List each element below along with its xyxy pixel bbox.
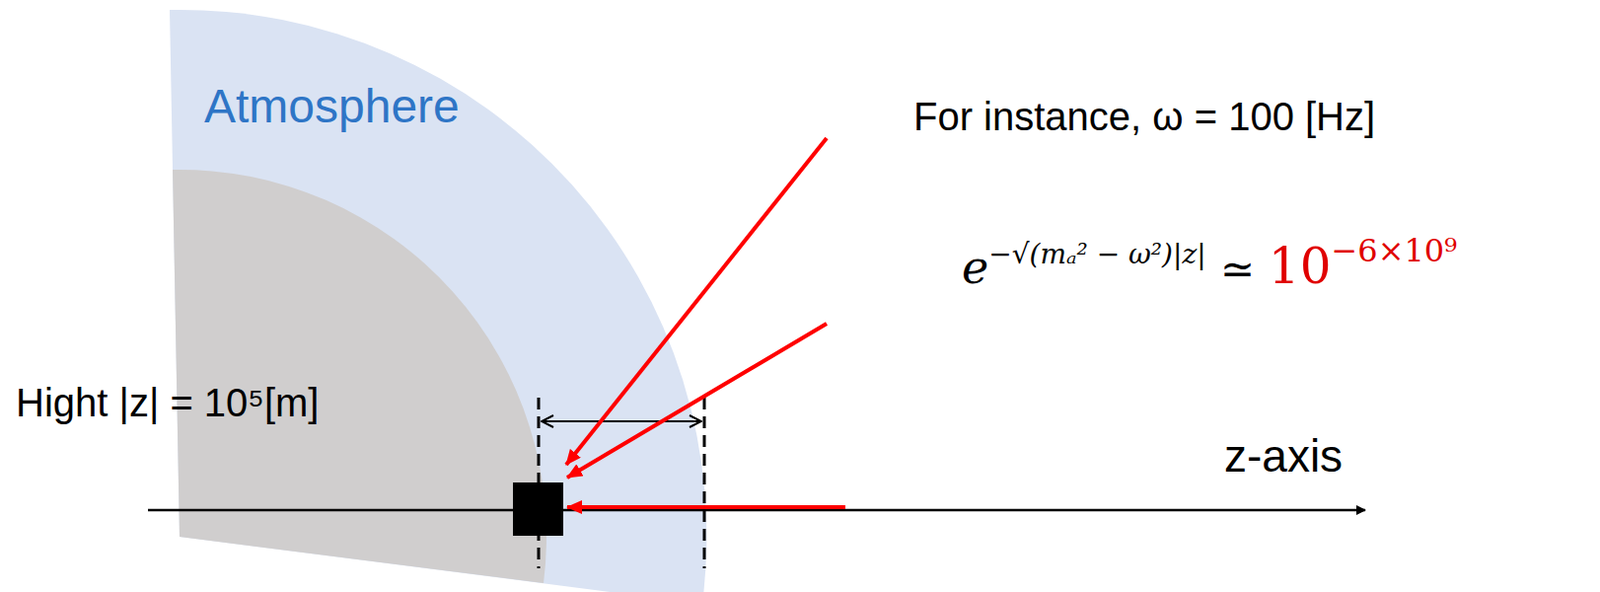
formula-base: e: [961, 244, 989, 291]
incoming-ray: [567, 323, 827, 478]
region-label: Atmosphere: [204, 80, 460, 134]
formula-value-exponent: −6×10⁹: [1330, 234, 1457, 267]
incoming-ray: [567, 505, 846, 510]
earth-sector: [172, 169, 547, 583]
note-text: For instance, ω = 100 [Hz]: [913, 94, 1376, 139]
formula: e−√(mₐ² − ω²)|z| ≃ 10−6×10⁹: [961, 234, 1457, 291]
formula-value: 10: [1268, 241, 1332, 291]
formula-symbol: ≃: [1220, 248, 1255, 291]
dashed-line: [703, 397, 707, 569]
atmosphere-band: [169, 9, 707, 592]
incoming-ray: [566, 138, 827, 465]
axis-label: z-axis: [1224, 431, 1343, 482]
formula-exponent: −√(mₐ² − ω²)|z|: [988, 240, 1206, 269]
height-dimension: [541, 420, 702, 423]
z-axis-line: [147, 509, 1366, 512]
height-label: Hight |z| = 10⁵[m]: [15, 380, 319, 425]
detector: [512, 482, 564, 536]
